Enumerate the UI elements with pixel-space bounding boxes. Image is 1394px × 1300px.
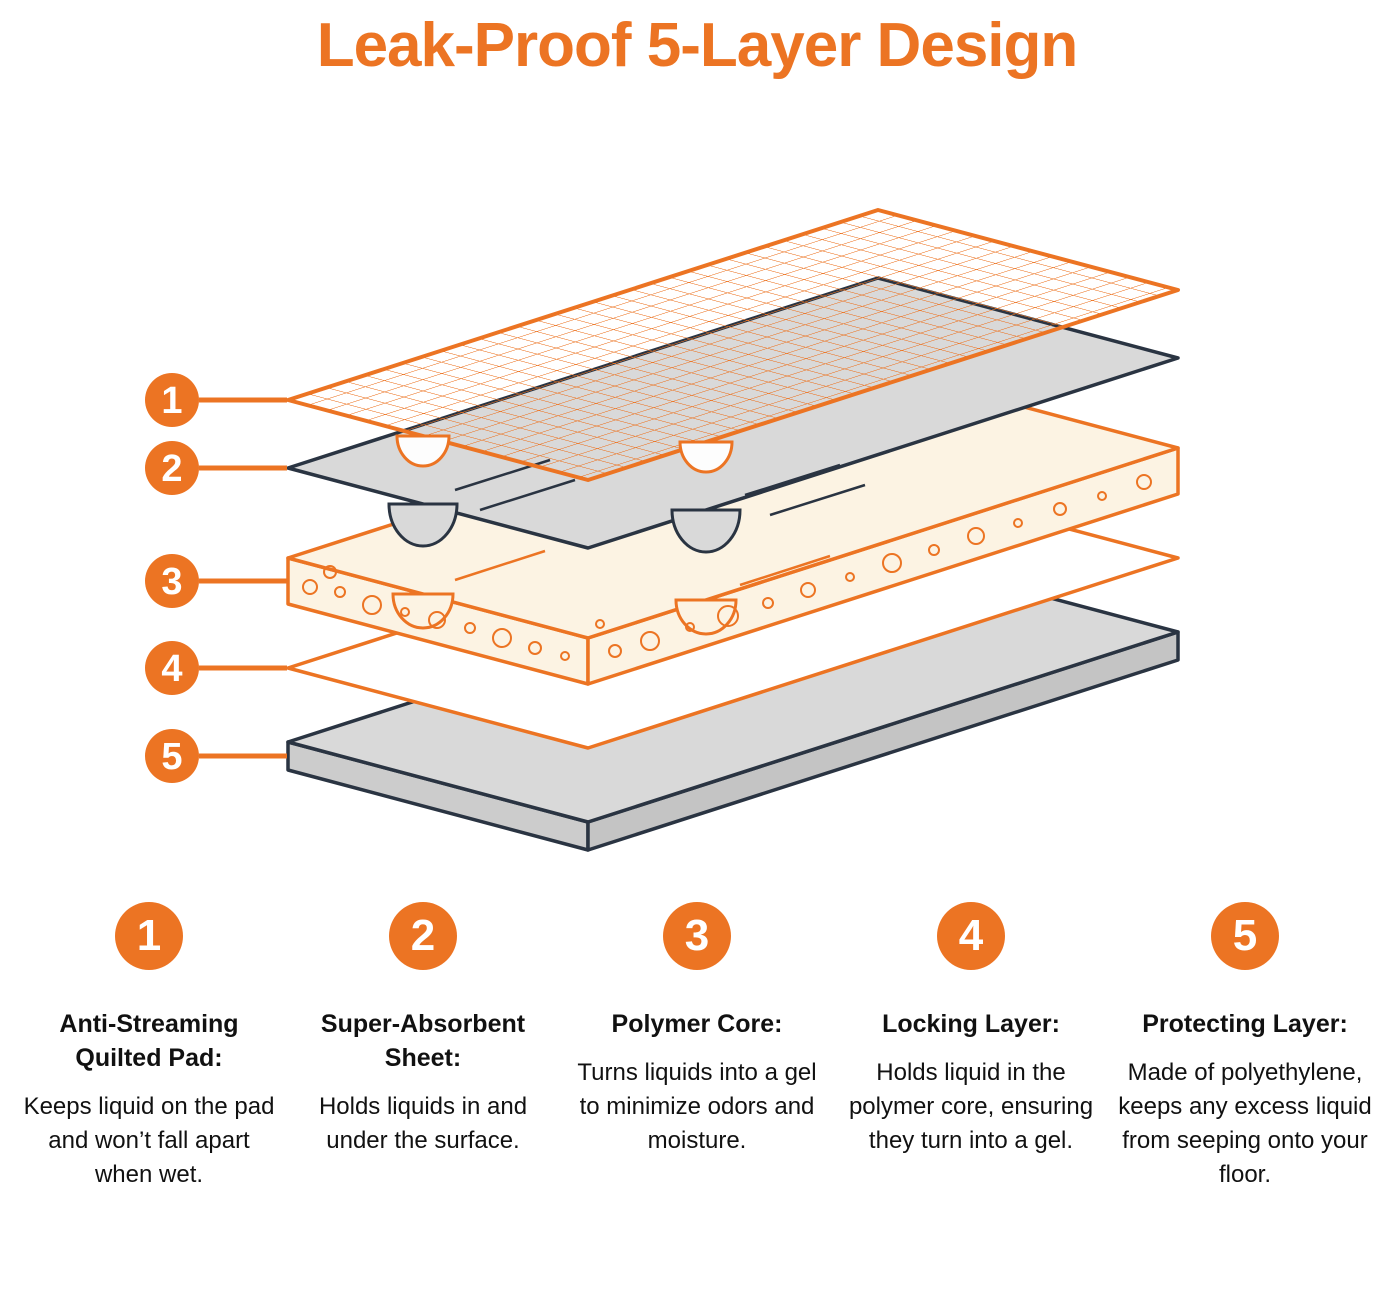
absorbent-bump xyxy=(670,508,742,554)
callout-5: 5 xyxy=(145,729,287,783)
layer-2-heading: Super-Absorbent Sheet: xyxy=(320,1010,526,1072)
svg-text:3: 3 xyxy=(161,561,182,603)
layer-1-badge: 1 xyxy=(115,902,183,970)
layer-3-badge: 3 xyxy=(663,902,731,970)
layer-description-3: 3 Polymer Core: Turns liquids into a gel… xyxy=(566,902,828,1192)
svg-text:5: 5 xyxy=(161,736,182,778)
mesh-dimple xyxy=(678,440,734,474)
layer-1-text: Keeps liquid on the pad and won’t fall a… xyxy=(23,1092,275,1188)
core-bubbles xyxy=(302,474,1152,661)
layer-4-text: Holds liquid in the polymer core, ensuri… xyxy=(848,1058,1094,1154)
layer-2-badge: 2 xyxy=(389,902,457,970)
layer-description-2: 2 Super-Absorbent Sheet: Holds liquids i… xyxy=(292,902,554,1192)
layer-descriptions: 1 Anti-Streaming Quilted Pad: Keeps liqu… xyxy=(0,902,1394,1192)
layer-3-text: Turns liquids into a gel to minimize odo… xyxy=(577,1058,817,1154)
svg-text:2: 2 xyxy=(161,448,182,490)
header: Leak-Proof 5-Layer Design xyxy=(0,0,1394,100)
svg-text:4: 4 xyxy=(161,648,182,690)
absorbent-bump xyxy=(387,502,459,548)
diagram-svg: 1 2 3 4 5 xyxy=(145,208,1180,852)
page-title: Leak-Proof 5-Layer Design xyxy=(316,11,1079,80)
layer-4-badge: 4 xyxy=(937,902,1005,970)
layer-1-heading: Anti-Streaming Quilted Pad: xyxy=(59,1010,239,1072)
mesh-layer-graphic xyxy=(286,208,1180,482)
layer-2-text: Holds liquids in and under the surface. xyxy=(318,1092,528,1154)
layer-5-badge: 5 xyxy=(1211,902,1279,970)
layer-description-1: 1 Anti-Streaming Quilted Pad: Keeps liqu… xyxy=(18,902,280,1192)
layer-3-heading: Polymer Core: xyxy=(611,1010,783,1038)
callout-2: 2 xyxy=(145,441,287,495)
callout-4: 4 xyxy=(145,641,287,695)
layer-5-heading: Protecting Layer: xyxy=(1142,1010,1348,1038)
callout-1: 1 xyxy=(145,373,287,427)
mesh-dimple xyxy=(395,434,451,468)
layer-4-heading: Locking Layer: xyxy=(882,1010,1060,1038)
callout-3: 3 xyxy=(145,554,287,608)
layer-description-4: 4 Locking Layer: Holds liquid in the pol… xyxy=(840,902,1102,1192)
core-notch xyxy=(391,592,455,630)
layer-description-5: 5 Protecting Layer: Made of polyethylene… xyxy=(1114,902,1376,1192)
layer-5-text: Made of polyethylene, keeps any excess l… xyxy=(1118,1058,1372,1188)
exploded-layers-diagram: 1 2 3 4 5 xyxy=(0,100,1394,880)
diagram-callouts: 1 2 3 4 5 xyxy=(145,373,287,783)
svg-text:1: 1 xyxy=(161,380,182,422)
